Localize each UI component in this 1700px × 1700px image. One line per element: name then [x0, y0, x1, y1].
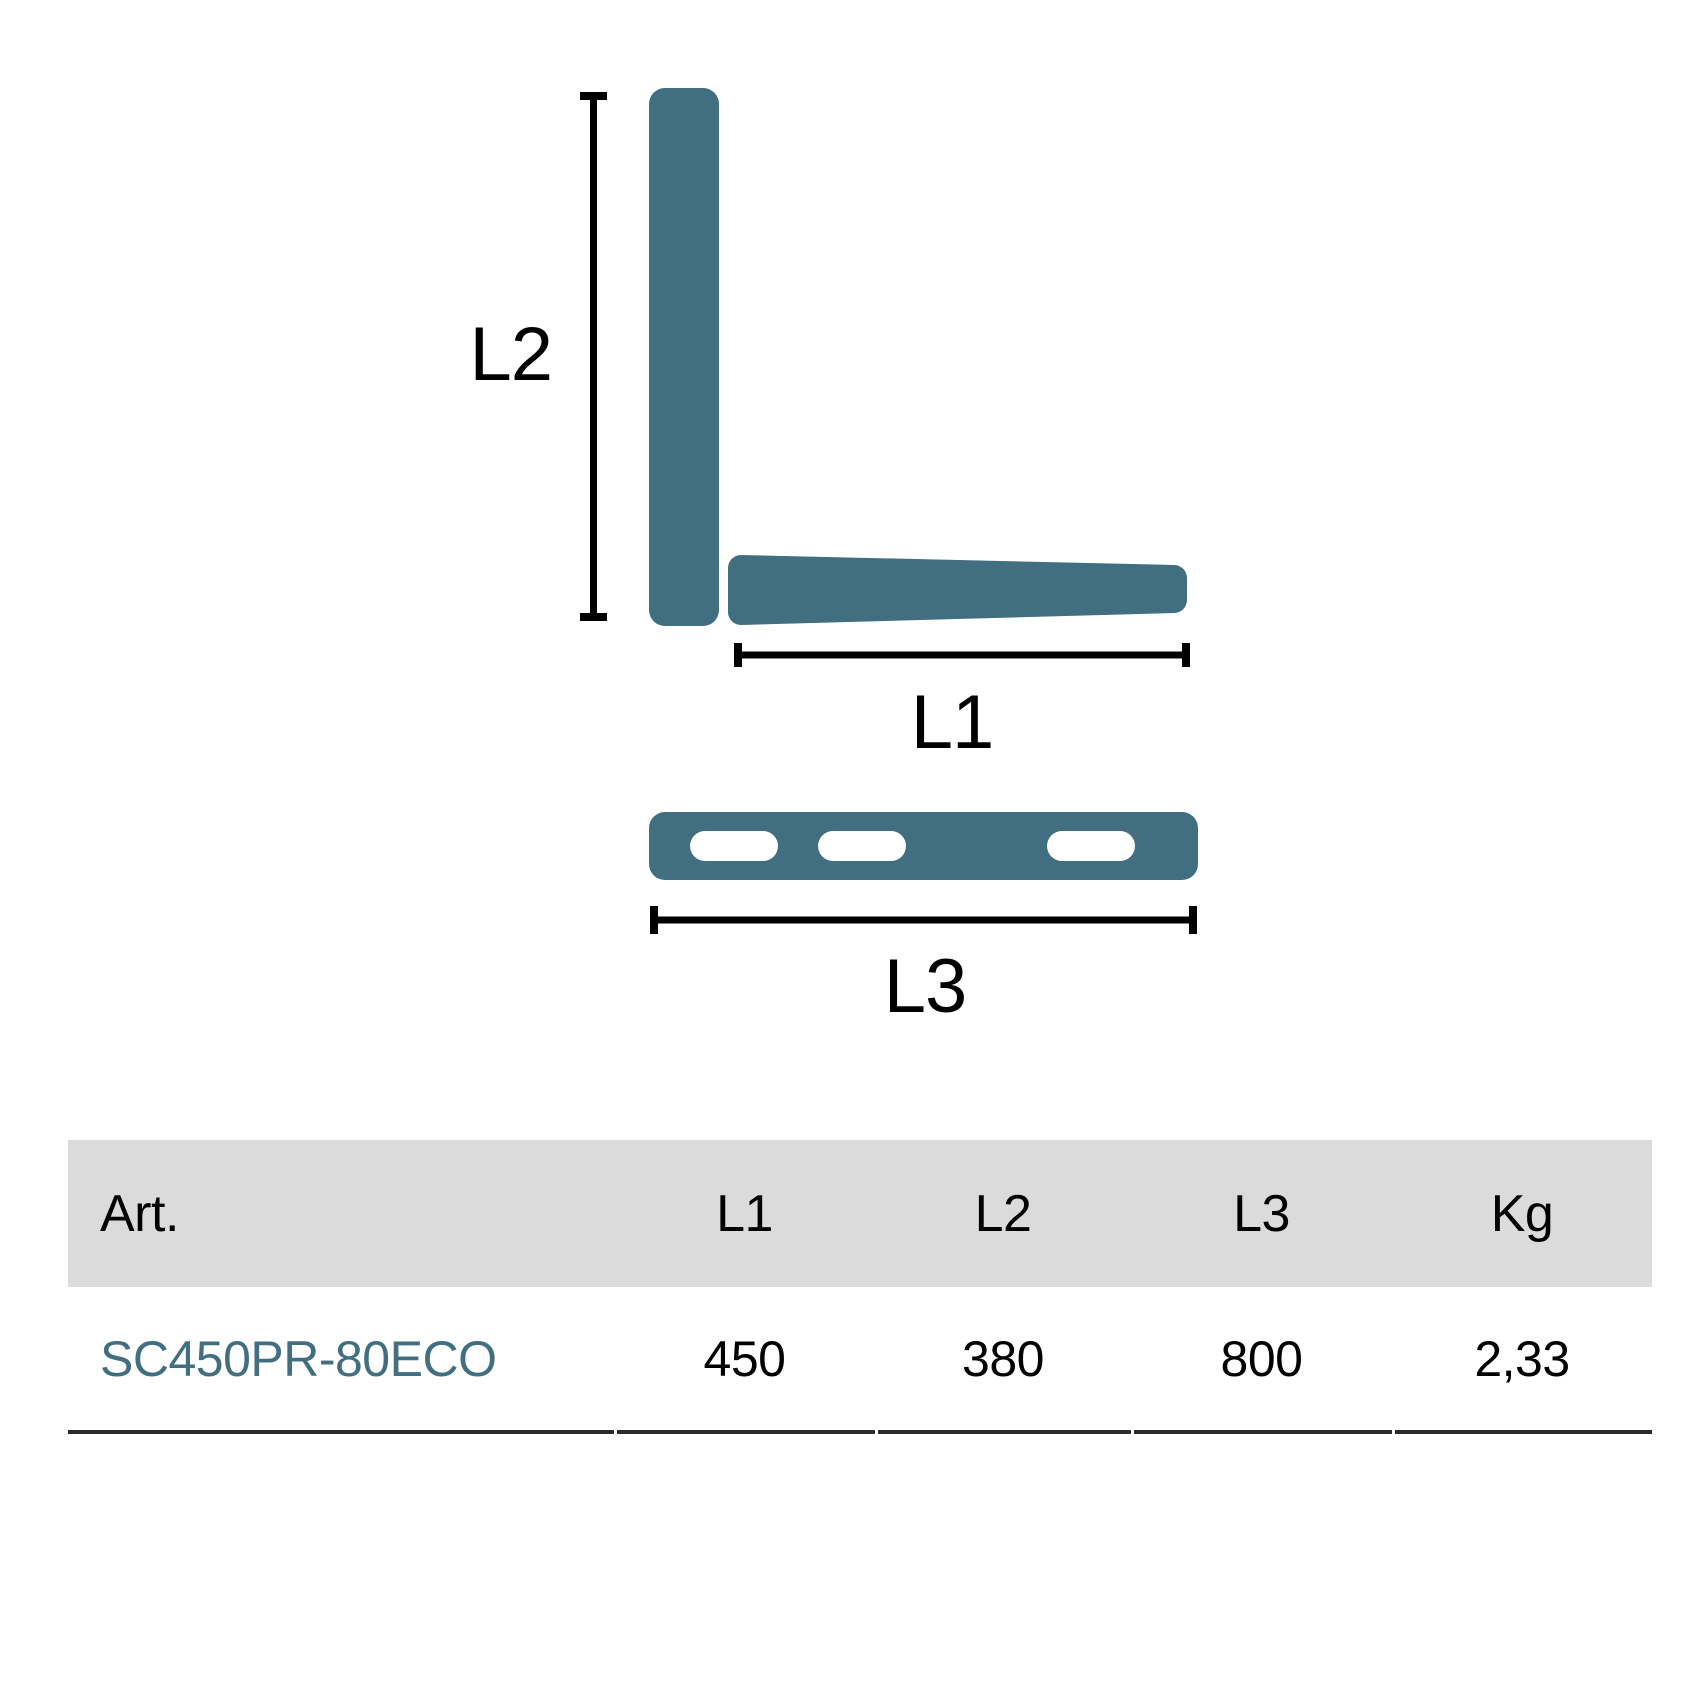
cell-l2-value: 380 [962, 1330, 1044, 1387]
cell-l1-value: 450 [703, 1330, 786, 1387]
spec-table: Art. L1 L2 L3 Kg SC450PR-80ECO 450 380 8… [68, 1140, 1652, 1434]
border-gap [1392, 1430, 1395, 1434]
bracket-vertical-bar [649, 88, 719, 626]
cell-article-code: SC450PR-80ECO [100, 1330, 497, 1387]
l3-label: L3 [884, 944, 967, 1029]
border-gap [1131, 1430, 1134, 1434]
table-header-row: Art. L1 L2 L3 Kg [68, 1140, 1652, 1287]
bracket-diagram: L2 L1 L3 [469, 88, 1198, 1029]
header-art: Art. [100, 1184, 179, 1243]
header-l3: L3 [1233, 1184, 1290, 1243]
header-l2: L2 [974, 1184, 1032, 1243]
bracket-support-arm [728, 555, 1187, 625]
cell-l3-value: 800 [1220, 1330, 1303, 1387]
border-gap [875, 1430, 878, 1434]
header-l1: L1 [716, 1184, 773, 1243]
header-kg: Kg [1490, 1184, 1554, 1243]
rail-slot-3 [1047, 831, 1135, 861]
cell-kg-value: 2,33 [1474, 1330, 1570, 1387]
table-row: SC450PR-80ECO 450 380 800 2,33 [68, 1287, 1652, 1430]
table-bottom-border [68, 1430, 1652, 1434]
l2-label: L2 [469, 312, 552, 397]
l1-label: L1 [911, 680, 994, 765]
border-gap [614, 1430, 617, 1434]
rail-slot-2 [818, 831, 906, 861]
rail-slot-1 [690, 831, 778, 861]
bracket-rail-bar [649, 812, 1198, 880]
